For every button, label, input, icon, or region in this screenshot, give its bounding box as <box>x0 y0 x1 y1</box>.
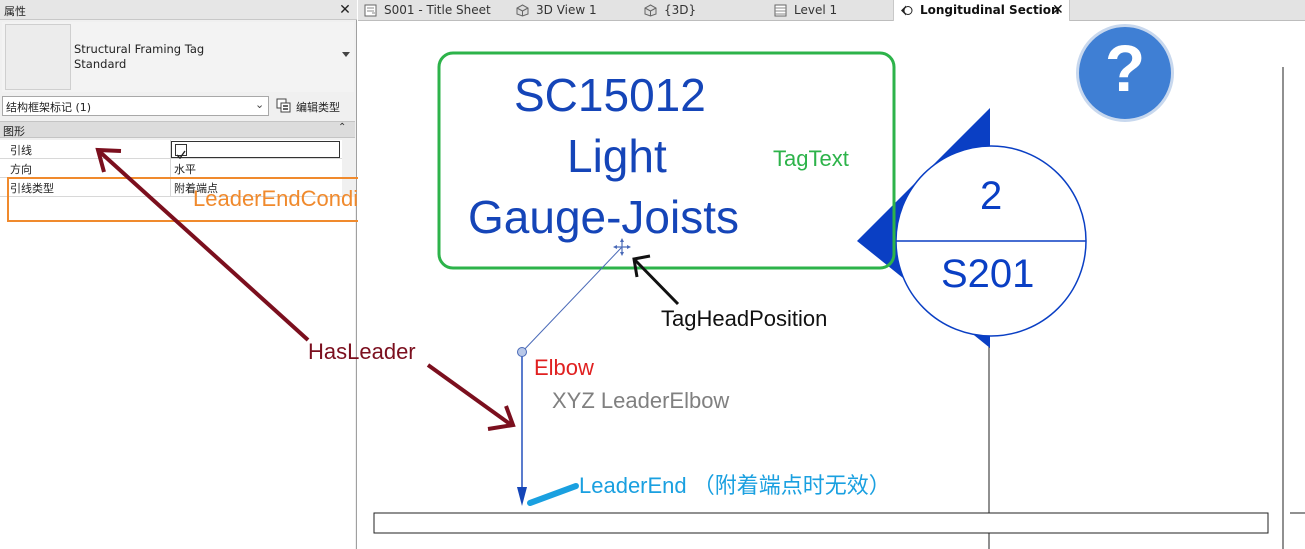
dropdown-arrow-icon[interactable] <box>342 52 350 57</box>
section-view-icon <box>901 5 913 16</box>
property-name: 引线类型 <box>10 182 54 195</box>
properties-empty-area <box>0 197 355 549</box>
tab-title-sheet[interactable]: S001 - Title Sheet <box>358 0 508 21</box>
drawing-svg <box>373 51 1305 549</box>
tab-longitudinal-section[interactable]: Longitudinal Section ✕ <box>893 0 1070 21</box>
type-name: Standard <box>74 57 127 71</box>
group-header-graphics[interactable]: 图形 ⌃ <box>0 121 355 138</box>
annotation-has-leader: HasLeader <box>308 339 416 364</box>
section-sheet-number: S201 <box>941 252 1035 296</box>
sheet-icon <box>364 4 377 17</box>
instance-filter-value: 结构框架标记 (1) <box>6 101 92 114</box>
3d-view-icon <box>644 4 657 17</box>
type-preview-image <box>5 24 71 90</box>
annotation-xyz-leader-elbow: XYZ LeaderElbow <box>552 388 730 413</box>
tab-label: Longitudinal Section <box>920 3 1060 17</box>
elbow-grip[interactable] <box>517 347 527 357</box>
leader-line-segment <box>521 246 623 353</box>
help-icon[interactable]: ? <box>1076 24 1174 122</box>
column-divider <box>170 159 171 178</box>
property-name: 方向 <box>10 163 32 176</box>
edit-type-button[interactable]: 编辑类型 <box>273 95 355 117</box>
edit-type-icon <box>276 98 291 113</box>
type-selector[interactable]: Structural Framing Tag Standard <box>2 22 354 92</box>
tab-3d[interactable]: {3D} <box>638 0 766 21</box>
properties-title-bar: 属性 ✕ <box>0 0 357 20</box>
tag-line-description-2[interactable]: Gauge-Joists <box>468 191 740 243</box>
column-divider <box>170 140 171 159</box>
drawing-canvas[interactable]: SC15012 Light Gauge-Joists 2 S201 ? TagT… <box>358 22 1305 549</box>
tag-head-position-arrow <box>632 254 680 306</box>
annotation-tag-text: TagText <box>773 146 849 171</box>
annotation-elbow: Elbow <box>534 355 594 380</box>
type-family-name: Structural Framing Tag <box>74 42 205 56</box>
chevron-down-icon: ⌄ <box>255 98 265 111</box>
properties-palette: 属性 ✕ Structural Framing Tag Standard 结构框… <box>0 0 357 549</box>
tag-line-mark[interactable]: SC15012 <box>514 69 706 121</box>
close-icon[interactable]: ✕ <box>339 2 351 18</box>
3d-view-icon <box>516 4 529 17</box>
tag-head-move-grip[interactable] <box>613 238 631 256</box>
has-leader-arrow-lower <box>426 363 516 431</box>
tab-level-1[interactable]: Level 1 <box>768 0 893 21</box>
view-tab-bar: S001 - Title Sheet 3D View 1 {3D} Level … <box>358 0 1305 21</box>
plan-view-icon <box>774 4 787 17</box>
edit-type-label: 编辑类型 <box>296 101 340 114</box>
tag-line-description-1[interactable]: Light <box>567 130 667 182</box>
tab-label: {3D} <box>664 3 697 17</box>
leader-checkbox[interactable] <box>175 144 187 160</box>
tab-label: S001 - Title Sheet <box>384 3 491 17</box>
property-value-cell[interactable] <box>171 141 340 160</box>
section-marker[interactable] <box>857 108 1087 348</box>
annotation-leader-end: LeaderEnd （附着端点时无效） <box>579 473 891 498</box>
property-name: 引线 <box>10 144 32 157</box>
properties-title: 属性 <box>4 5 26 18</box>
leader-arrowhead <box>517 487 527 506</box>
instance-filter-select[interactable]: 结构框架标记 (1) ⌄ <box>2 96 269 116</box>
collapse-icon[interactable]: ⌃ <box>338 122 347 133</box>
property-row-orientation: 方向 水平 <box>0 159 342 178</box>
tab-3d-view-1[interactable]: 3D View 1 <box>510 0 635 21</box>
section-detail-number: 2 <box>980 174 1003 218</box>
leader-end-marker <box>527 483 579 506</box>
tag-text-highlight-box <box>437 51 896 270</box>
property-value[interactable]: 水平 <box>174 163 196 176</box>
property-row-leader: 引线 <box>0 140 342 160</box>
tab-label: 3D View 1 <box>536 3 597 17</box>
structural-framing-beam[interactable] <box>373 512 1269 534</box>
annotation-tag-head-position: TagHeadPosition <box>661 306 828 331</box>
help-glyph: ? <box>1104 31 1146 105</box>
tab-label: Level 1 <box>794 3 838 17</box>
group-label: 图形 <box>3 125 25 138</box>
close-tab-icon[interactable]: ✕ <box>1052 2 1064 18</box>
